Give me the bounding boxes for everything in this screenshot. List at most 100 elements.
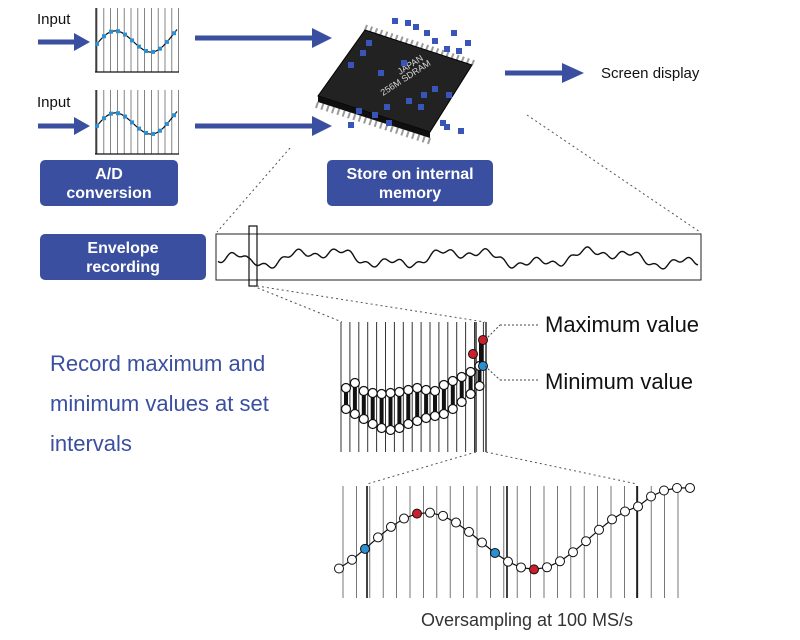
chip-pin xyxy=(363,117,367,124)
envelope-waveform-strip xyxy=(215,225,702,287)
minimum-sample-marker xyxy=(490,547,500,558)
to-memory-arrow-icon-1 xyxy=(195,28,332,48)
memory-data-square xyxy=(424,30,430,36)
oversample-point xyxy=(568,547,578,558)
oversample-point xyxy=(503,556,513,567)
minimum-sample xyxy=(394,422,405,434)
oversample-point xyxy=(464,526,474,537)
chip-pin xyxy=(411,132,415,140)
input-label-1: Input xyxy=(37,11,71,28)
maximum-sample xyxy=(385,387,396,399)
sample-point xyxy=(123,114,127,119)
minimum-sample-marker xyxy=(360,543,370,554)
maximum-sample xyxy=(403,384,414,396)
oversampled-waveform xyxy=(338,487,691,571)
sample-point xyxy=(137,126,141,131)
oversample-point xyxy=(516,562,526,573)
oversample-point xyxy=(555,556,565,567)
memory-data-squares xyxy=(348,18,471,134)
sampled-waveform-plot-1 xyxy=(95,8,179,73)
maximum-sample-marker xyxy=(412,508,422,519)
chip-pin xyxy=(404,37,409,44)
chip-pin xyxy=(435,47,440,54)
chip-pin xyxy=(421,135,426,143)
chip-pin xyxy=(373,120,378,128)
maximum-sample xyxy=(412,382,423,394)
chip-pin xyxy=(379,122,383,129)
chip-pin xyxy=(369,26,374,33)
chip-pin xyxy=(331,106,335,114)
sample-point xyxy=(158,46,162,51)
memory-data-square xyxy=(406,98,412,104)
chip-pin xyxy=(471,59,475,66)
oversample-point xyxy=(672,482,682,493)
ad-conversion-label-line-1: A/D xyxy=(95,166,123,183)
memory-data-square xyxy=(378,70,384,76)
maximum-value-marker xyxy=(478,335,488,345)
to-screen-arrow-icon xyxy=(505,63,584,83)
sampled-waveform-plot-2 xyxy=(95,90,179,155)
chip-pin xyxy=(405,130,410,138)
memory-data-square xyxy=(458,128,464,134)
memory-data-square xyxy=(348,122,354,128)
sample-point xyxy=(109,29,113,34)
oversample-point xyxy=(451,517,461,528)
minimum-sample xyxy=(340,403,352,415)
red-marker xyxy=(468,349,478,359)
chip-pin xyxy=(336,108,341,116)
zoom-line-over-left xyxy=(366,451,477,485)
maximum-sample xyxy=(358,385,369,397)
input-arrow-icon-2 xyxy=(38,117,90,135)
memory-data-square xyxy=(421,92,427,98)
memory-data-square xyxy=(372,112,378,118)
minimum-sample xyxy=(465,388,476,400)
store-memory-label-line-2: memory xyxy=(379,185,441,202)
memory-data-square xyxy=(366,40,372,46)
minmax-detail-plot xyxy=(340,322,488,452)
oversampling-label: Oversampling at 100 MS/s xyxy=(421,610,633,630)
memory-data-square xyxy=(386,120,392,126)
oversample-point xyxy=(347,554,357,565)
sample-point xyxy=(130,38,134,43)
minimum-sample xyxy=(474,380,485,392)
maximum-sample xyxy=(456,371,467,383)
sdram-chip-icon: JAPAN 256M SDRAM xyxy=(315,24,475,145)
oversample-point xyxy=(659,485,669,496)
chip-pin xyxy=(440,49,445,56)
input-label-2: Input xyxy=(37,94,71,111)
maximum-sample xyxy=(465,366,476,378)
minimum-sample xyxy=(438,408,449,420)
oversample-point xyxy=(685,482,695,493)
minimum-sample xyxy=(385,424,396,436)
memory-data-square xyxy=(348,62,354,68)
memory-data-square xyxy=(392,18,398,24)
minimum-value-pointer xyxy=(484,365,538,381)
chip-pin xyxy=(315,101,319,109)
zoom-line-left xyxy=(216,147,291,233)
minimum-sample xyxy=(403,418,414,430)
minimum-sample xyxy=(412,415,423,427)
memory-data-square xyxy=(432,86,438,92)
ad-conversion-box: A/D conversion xyxy=(40,160,178,206)
sample-point xyxy=(172,113,176,118)
store-memory-box: Store on internal memory xyxy=(327,160,493,206)
chip-pin xyxy=(445,51,450,58)
oversample-point xyxy=(633,501,643,512)
memory-data-square xyxy=(451,30,457,36)
record-text-line-3: intervals xyxy=(50,431,132,456)
oversample-point xyxy=(477,537,487,548)
chip-pin xyxy=(400,129,405,136)
zoom-line-over-right xyxy=(485,451,638,485)
zoom-line-right xyxy=(526,114,701,233)
sample-point xyxy=(165,39,169,44)
sample-point xyxy=(130,120,134,125)
chip-pin xyxy=(374,27,379,34)
oversample-point xyxy=(399,513,409,524)
minimum-sample xyxy=(349,408,360,420)
maximum-sample xyxy=(447,375,458,387)
sample-point xyxy=(158,128,162,133)
zoom-line-detail-left xyxy=(252,285,343,323)
ad-conversion-label-line-2: conversion xyxy=(66,185,151,202)
maximum-value-label: Maximum value xyxy=(545,312,699,337)
minimum-sample xyxy=(376,422,387,434)
